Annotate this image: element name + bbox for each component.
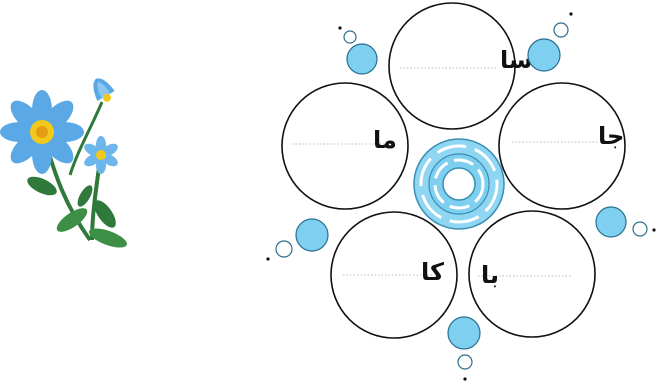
flower-bouquet-icon: [0, 74, 129, 252]
bubble-icon: [266, 219, 328, 261]
bubble-icon: [528, 12, 573, 71]
petal-label-upper-right: جا: [598, 122, 624, 150]
petal-label-upper-left: ما: [373, 126, 397, 154]
petal-label-top: سا: [500, 46, 533, 74]
petal-label-lower-left: کا: [421, 258, 444, 286]
bubble-icon: [596, 207, 656, 237]
petal-circle-top: [389, 3, 515, 129]
bubble-icon: [448, 317, 480, 381]
center-rosette-icon: [414, 139, 504, 229]
petal-label-lower-right: با: [481, 261, 499, 289]
bubble-icon: [338, 26, 377, 74]
